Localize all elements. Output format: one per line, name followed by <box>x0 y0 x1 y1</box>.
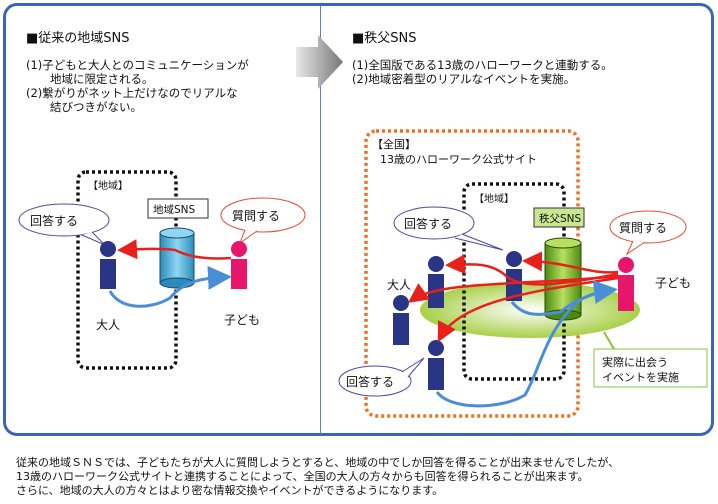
footer-line-1: 従来の地域ＳＮＳでは、子どもたちが大人に質問しようとすると、地域の中でしか回答を… <box>16 456 620 469</box>
outer-frame <box>3 3 714 436</box>
left-question-bubble <box>220 197 306 245</box>
left-sns-database-icon <box>159 227 195 289</box>
right-adult-label: 大人 <box>387 278 412 292</box>
right-adult-figure-icon <box>393 251 522 390</box>
left-answer-arrow <box>108 265 232 308</box>
right-point-2: (2)地域密着型のリアルなイベントを実施。 <box>352 72 576 86</box>
right-answer-text-top: 回答する <box>404 217 453 231</box>
left-point-2: (2)繋がりがネット上だけなのでリアルな <box>26 86 238 100</box>
footer-note: 従来の地域ＳＮＳでは、子どもたちが大人に質問しようとすると、地域の中でしか回答を… <box>16 456 619 498</box>
right-answer-bubble-top <box>393 206 504 251</box>
left-child-label: 子ども <box>224 313 261 327</box>
right-question-arrows <box>407 251 619 343</box>
event-label-line1: 実際に出会う <box>602 356 668 369</box>
panel-divider <box>320 6 321 434</box>
footer-line-2: 13歳のハローワーク公式サイトと連携することによって、全国の大人の方々からも回答… <box>16 470 589 483</box>
transition-arrow-icon <box>296 35 343 89</box>
left-sns-label: 地域SNS <box>153 204 196 216</box>
right-region-label: 【地域】 <box>474 194 514 205</box>
event-callout-box <box>593 348 708 388</box>
left-point-1-cont: 地域に限定される。 <box>50 72 154 86</box>
left-region-label: 【地域】 <box>88 181 128 192</box>
national-label: 【全国】 <box>372 138 416 151</box>
left-question-text: 質問する <box>232 209 281 223</box>
left-point-2-cont: 結びつきがない。 <box>50 100 142 114</box>
right-answer-bubble-bottom <box>338 357 425 397</box>
left-child-figure-icon <box>231 241 247 289</box>
event-callout-line <box>603 331 615 350</box>
right-child-figure-icon <box>618 257 634 311</box>
right-sns-label-box <box>533 207 585 228</box>
footer-line-3: さらに、地域の大人の方々とはより密な情報交換やイベントができるようになります。 <box>16 484 444 497</box>
left-question-arrow <box>117 239 232 260</box>
right-sns-label: 秩父SNS <box>539 213 582 225</box>
left-answer-text: 回答する <box>30 214 79 228</box>
right-question-text: 質問する <box>619 221 668 235</box>
right-region-box <box>462 182 566 381</box>
left-panel-title: ■従来の地域SNS <box>26 31 130 46</box>
right-child-label: 子ども <box>655 276 692 290</box>
left-adult-figure-icon <box>100 241 116 289</box>
left-answer-bubble <box>18 203 110 246</box>
national-site-label: 13歳のハローワーク公式サイト <box>380 153 537 166</box>
left-adult-label: 大人 <box>96 318 121 332</box>
right-answer-text-bottom: 回答する <box>346 375 395 389</box>
right-question-bubble <box>609 210 687 256</box>
right-answer-arrows <box>435 280 618 408</box>
right-panel-title: ■秩父SNS <box>352 31 417 46</box>
left-point-1: (1)子どもと大人とのコミュニケーションが <box>26 58 249 72</box>
right-point-1: (1)全国版である13歳のハローワークと連動する。 <box>352 58 613 72</box>
event-label-line2: イベントを実施 <box>602 371 679 384</box>
national-region-box <box>364 129 580 418</box>
left-sns-label-box <box>147 198 209 219</box>
